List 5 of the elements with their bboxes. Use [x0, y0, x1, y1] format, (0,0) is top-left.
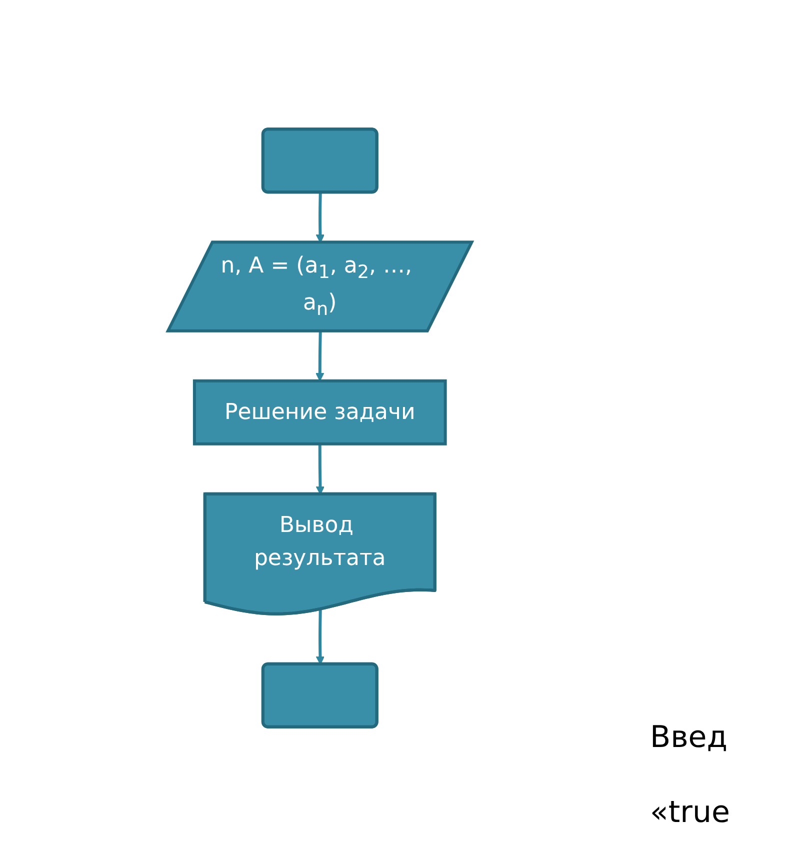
note-text: Введ — [650, 720, 728, 755]
arrow — [316, 609, 325, 665]
node-box: Решение задачи — [193, 379, 447, 446]
note-text: «true — [650, 795, 731, 830]
arrow — [316, 331, 324, 382]
